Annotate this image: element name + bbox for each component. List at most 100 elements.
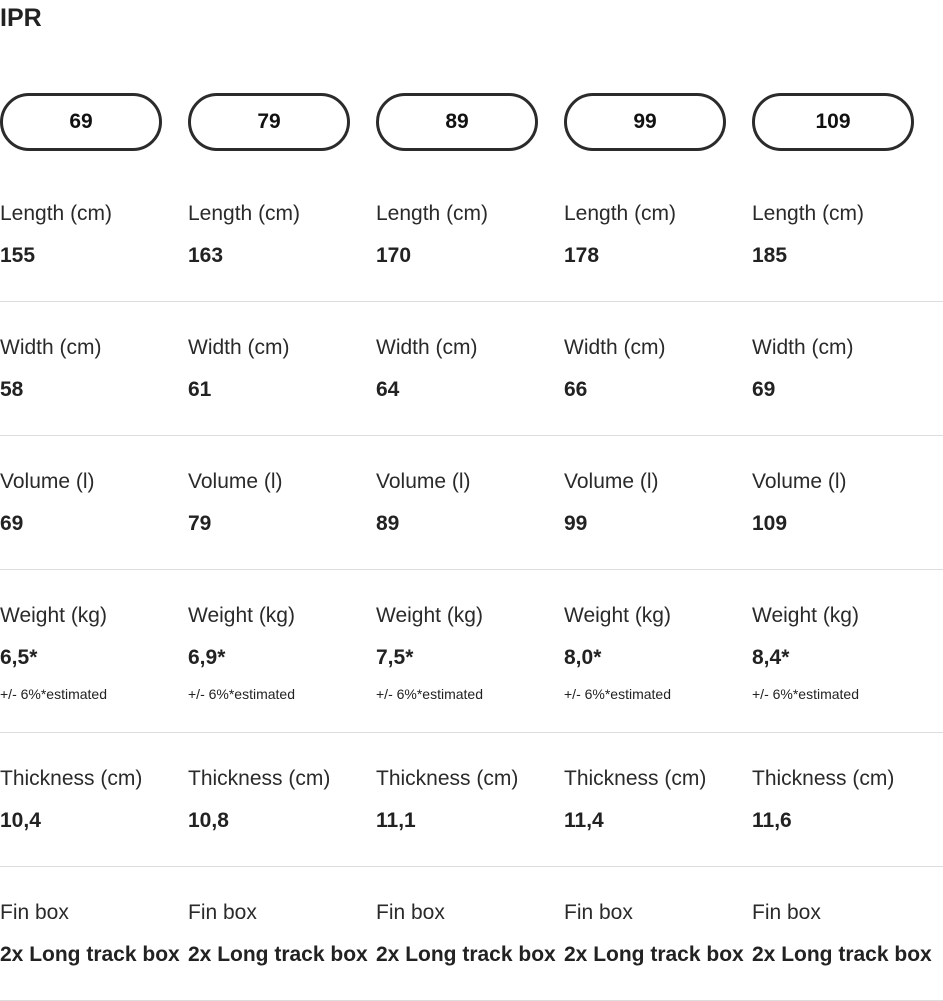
size-button-79[interactable]: 79 xyxy=(188,93,350,151)
spec-value: 79 xyxy=(188,512,212,535)
spec-cell: Thickness (cm) 11,4 xyxy=(564,766,706,834)
size-button-89[interactable]: 89 xyxy=(376,93,538,151)
spec-value: 10,8 xyxy=(188,809,229,832)
spec-label: Width (cm) xyxy=(752,336,854,359)
spec-cell: Fin box 2x Long track box xyxy=(188,900,368,968)
spec-cell: Volume (l) 109 xyxy=(752,469,847,537)
spec-row-fin-box: Fin box 2x Long track box Fin box 2x Long t… xyxy=(0,867,943,1001)
spec-label: Fin box xyxy=(564,901,633,924)
spec-cell: Width (cm) 61 xyxy=(188,335,290,403)
spec-cell: Volume (l) 99 xyxy=(564,469,659,537)
spec-cell: Weight (kg) 8,4* +/- 6%*estimated xyxy=(752,603,859,703)
spec-label: Width (cm) xyxy=(376,336,478,359)
spec-label: Thickness (cm) xyxy=(564,767,707,790)
spec-label: Width (cm) xyxy=(188,336,290,359)
spec-note: +/- 6%*estimated xyxy=(376,686,483,702)
spec-value: 2x Long track box xyxy=(376,943,556,966)
spec-label: Weight (kg) xyxy=(0,604,107,627)
spec-cell: Thickness (cm)10,4 xyxy=(0,766,142,834)
spec-value: 89 xyxy=(376,512,400,535)
page-title: IPR xyxy=(0,4,42,32)
spec-value: 8,4* xyxy=(752,646,790,669)
spec-value: 2x Long track box xyxy=(0,943,180,966)
spec-label: Volume (l) xyxy=(752,470,847,493)
size-selector: 69 79 89 99 109 xyxy=(0,93,943,157)
spec-cell: Width (cm)66 xyxy=(564,335,666,403)
spec-cell: Weight (kg) 7,5* +/- 6%*estimated xyxy=(376,603,483,703)
spec-label: Length (cm) xyxy=(376,202,489,225)
spec-cell: Fin box 2x Long track box xyxy=(752,900,932,968)
spec-cell: Weight (kg) 6,5* +/- 6%*estimated xyxy=(0,603,107,703)
spec-value: 6,5* xyxy=(0,646,38,669)
spec-value: 10,4 xyxy=(0,809,41,832)
spec-cell: Volume (l)89 xyxy=(376,469,471,537)
spec-value: 64 xyxy=(376,378,400,401)
spec-cell: Length (cm) 178 xyxy=(564,201,676,269)
spec-note: +/- 6%*estimated xyxy=(0,686,107,702)
spec-value: 99 xyxy=(564,512,588,535)
spec-label: Volume (l) xyxy=(564,470,659,493)
spec-value: 185 xyxy=(752,244,788,267)
spec-label: Length (cm) xyxy=(0,202,113,225)
spec-value: 11,6 xyxy=(752,809,792,832)
spec-value: 109 xyxy=(752,512,788,535)
spec-label: Volume (l) xyxy=(0,470,95,493)
spec-cell: Length (cm) 185 xyxy=(752,201,864,269)
spec-value: 6,9* xyxy=(188,646,226,669)
spec-label: Length (cm) xyxy=(564,202,677,225)
spec-label: Weight (kg) xyxy=(376,604,483,627)
spec-label: Weight (kg) xyxy=(564,604,671,627)
spec-row-length: Length (cm) 155 Length (cm) 163 Length (cm) 1… xyxy=(0,168,943,302)
spec-value: 7,5* xyxy=(376,646,414,669)
spec-cell: Weight (kg)6,9*+/- 6%*estimated xyxy=(188,603,295,703)
spec-value: 11,4 xyxy=(564,809,604,832)
spec-cell: Length (cm) 170 xyxy=(376,201,488,269)
spec-value: 2x Long track box xyxy=(188,943,368,966)
spec-value: 61 xyxy=(188,378,212,401)
spec-value: 170 xyxy=(376,244,412,267)
spec-label: Fin box xyxy=(188,901,257,924)
spec-label: Weight (kg) xyxy=(188,604,295,627)
spec-value: 11,1 xyxy=(376,809,416,832)
spec-note: +/- 6%*estimated xyxy=(564,686,671,702)
spec-cell: Width (cm)58 xyxy=(0,335,102,403)
size-button-69[interactable]: 69 xyxy=(0,93,162,151)
size-button-109[interactable]: 109 xyxy=(752,93,914,151)
spec-cell: Width (cm) 69 xyxy=(752,335,854,403)
spec-label: Thickness (cm) xyxy=(752,767,895,790)
spec-cell: Thickness (cm) 11,6 xyxy=(752,766,894,834)
spec-label: Fin box xyxy=(752,901,821,924)
spec-label: Length (cm) xyxy=(752,202,865,225)
spec-value: 66 xyxy=(564,378,588,401)
spec-value: 8,0* xyxy=(564,646,602,669)
spec-cell: Fin box 2x Long track box xyxy=(376,900,556,968)
size-button-99[interactable]: 99 xyxy=(564,93,726,151)
spec-label: Volume (l) xyxy=(188,470,283,493)
spec-value: 163 xyxy=(188,244,224,267)
spec-cell: Fin box 2x Long track box xyxy=(564,900,744,968)
spec-cell: Length (cm) 163 xyxy=(188,201,300,269)
spec-cell: Thickness (cm) 11,1 xyxy=(376,766,518,834)
spec-label: Weight (kg) xyxy=(752,604,859,627)
spec-value: 178 xyxy=(564,244,600,267)
spec-cell: Length (cm) 155 xyxy=(0,201,112,269)
spec-value: 69 xyxy=(752,378,776,401)
spec-cell: Width (cm) 64 xyxy=(376,335,478,403)
spec-cell: Volume (l) 79 xyxy=(188,469,283,537)
spec-label: Width (cm) xyxy=(0,336,102,359)
spec-cell: Thickness (cm) 10,8 xyxy=(188,766,330,834)
spec-value: 155 xyxy=(0,244,36,267)
spec-value: 2x Long track box xyxy=(752,943,932,966)
spec-label: Thickness (cm) xyxy=(188,767,331,790)
spec-label: Length (cm) xyxy=(188,202,301,225)
spec-label: Fin box xyxy=(376,901,445,924)
spec-label: Thickness (cm) xyxy=(376,767,519,790)
spec-note: +/- 6%*estimated xyxy=(752,686,859,702)
spec-value: 2x Long track box xyxy=(564,943,744,966)
spec-cell: Volume (l)69 xyxy=(0,469,95,537)
